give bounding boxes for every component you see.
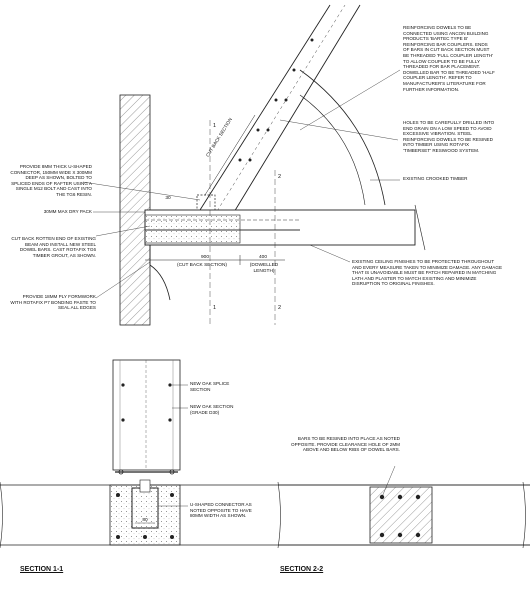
section-2-title: SECTION 2-2 [280,566,324,573]
top-elevation-detail [82,4,426,326]
section-2-2-drawing [277,465,530,549]
dim-400: 400 [258,255,267,260]
note-dry-pack: 30mm MAX DRY PACK [43,209,92,214]
note-u-connector: PROVIDE 8mm THICK U-SHAPED CONNECTOR, 15… [10,164,92,197]
section-1-1-drawing [0,359,530,549]
ply-formwork [149,245,171,301]
dim-30: 30 [165,196,171,201]
dim-400-label: (DOWELLED LENGTH) [249,263,279,274]
note-formwork: PROVIDE 18mm PLY FORMWORK WITH ROTAFIX P… [10,294,96,311]
section-mark-2-bottom: 2 [278,305,282,311]
section-mark-2-top: 2 [278,174,282,180]
section-mark-1-top: 1 [213,123,217,129]
note-oak-splice: NEW OAK SPLICE SECTION [190,381,230,392]
beam [144,204,426,251]
note-cut-back: CUT BACK ROTTEN END OF EXISTING BEAM AND… [11,236,96,258]
dim-900: 900 [200,255,209,260]
dim-80: 80 [142,518,148,523]
note-u-connector-section: U-SHAPED CONNECTOR AS NOTED OPPOSITE TO … [190,502,252,519]
section-1-title: SECTION 1-1 [20,566,64,573]
note-coupler: REINFORCING DOWELS TO BE CONNECTED USING… [403,25,495,92]
section-mark-1-bottom: 1 [213,305,217,311]
note-oak-section: NEW OAK SECTION (GRADE D30) [190,404,234,415]
rafter [199,4,361,223]
note-crooked-timber: EXISTING CROOKED TIMBER [403,176,468,181]
note-bars-resined: BARS TO BE RESINED INTO PLACE AS NOTED O… [291,436,400,453]
crooked-timber [299,69,386,206]
note-holes: HOLES TO BE CAREFULLY DRILLED INTO END G… [403,120,495,153]
dim-900-label: (CUT BACK SECTION) [176,263,228,268]
note-ceiling: EXISTING CEILING FINISHES TO BE PROTECTE… [352,259,503,287]
